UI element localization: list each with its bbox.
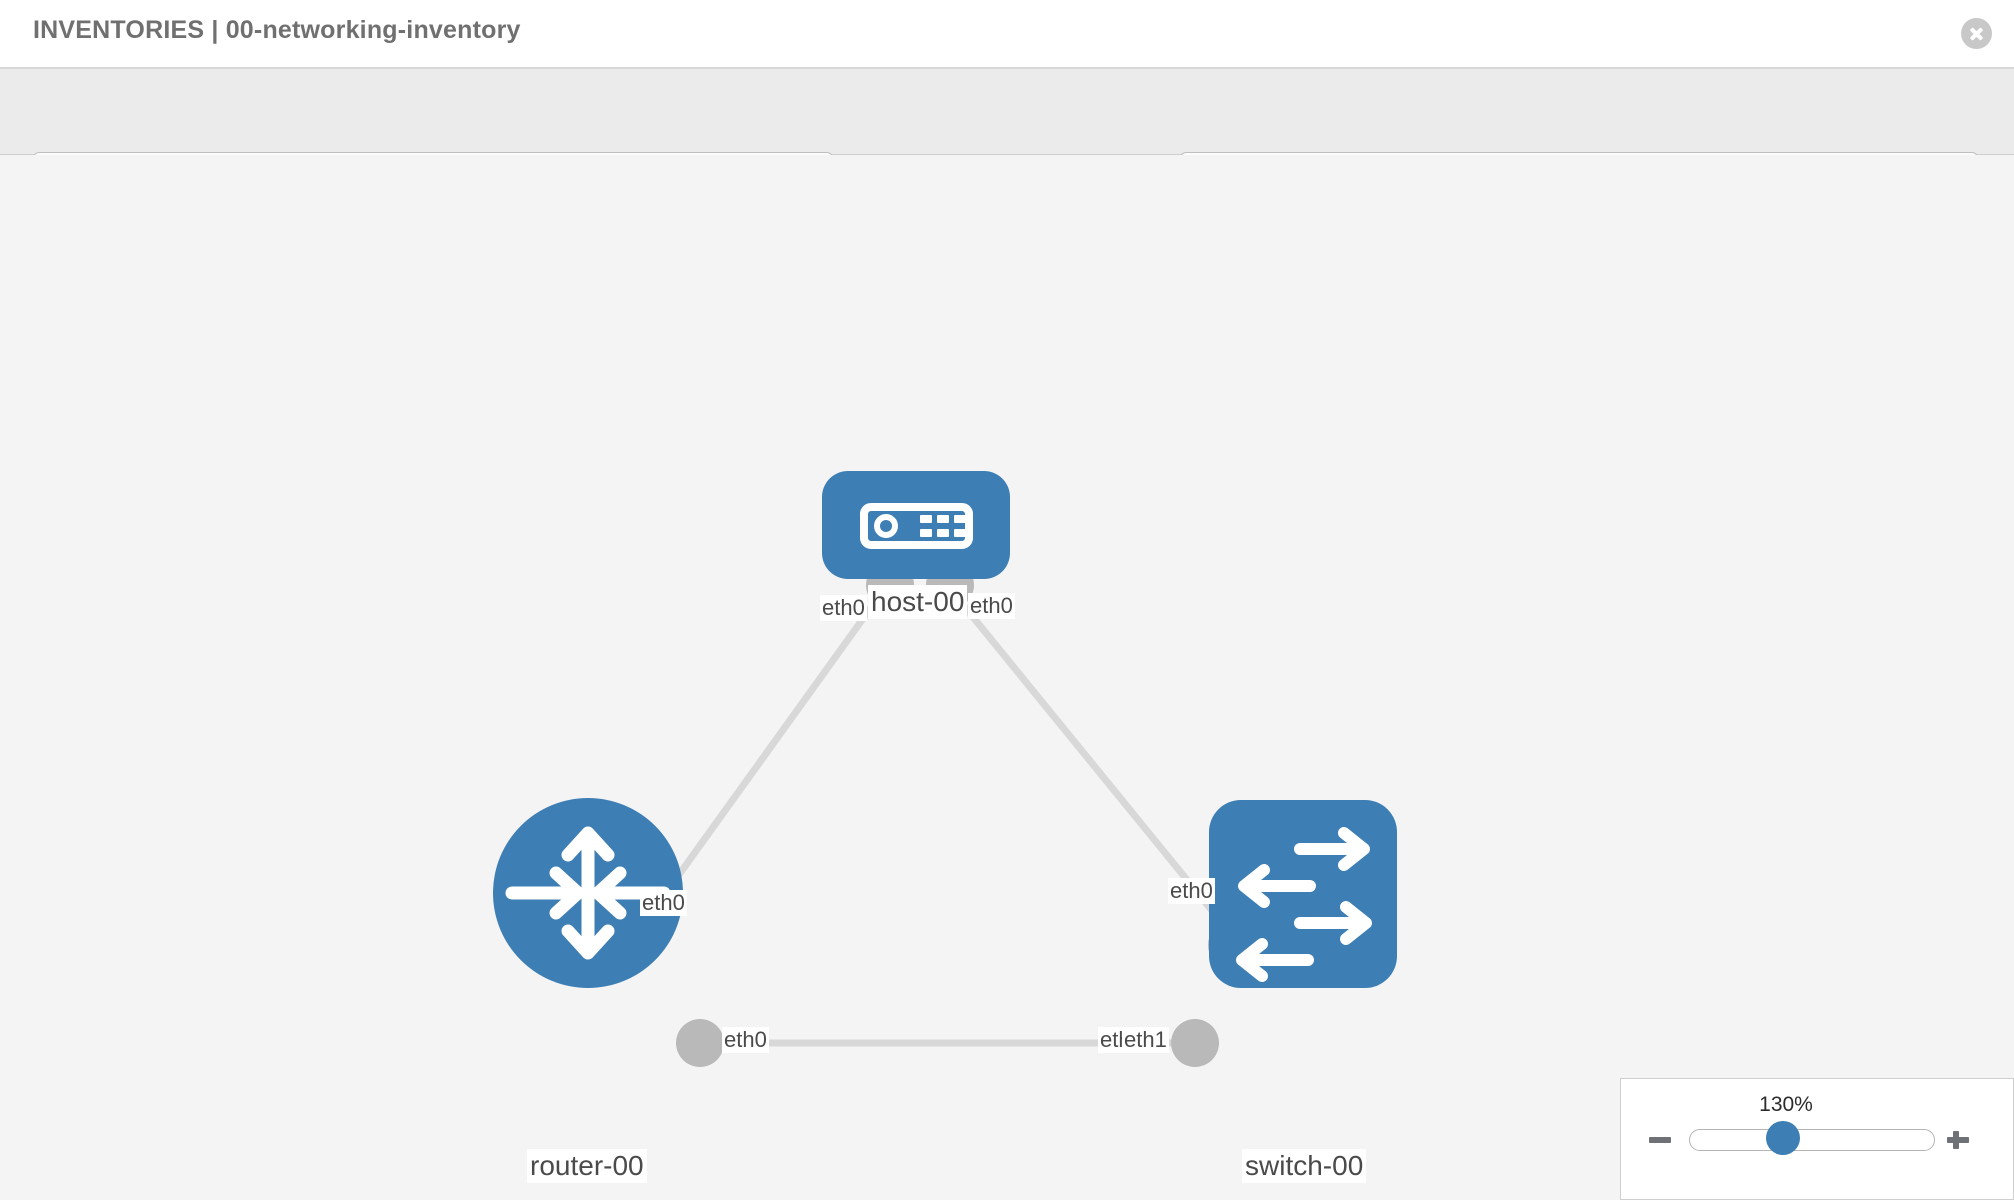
connector-dots (676, 561, 1256, 1067)
connector-router-right (676, 1019, 724, 1067)
node-label-router-00: router-00 (527, 1149, 647, 1183)
node-host-00[interactable] (822, 471, 1010, 579)
zoom-slider-thumb[interactable] (1766, 1121, 1800, 1155)
edge-label-router-right: eth0 (722, 1027, 769, 1053)
zoom-level-value: 130% (1759, 1093, 1813, 1116)
page-title: INVENTORIES | 00-networking-inventory (33, 16, 521, 44)
close-icon[interactable] (1961, 18, 1992, 49)
edge-label-switch-up: eth0 (1168, 878, 1215, 904)
connector-switch-left (1171, 1019, 1219, 1067)
node-label-switch-00: switch-00 (1242, 1149, 1367, 1183)
zoom-control-panel: 130% (1620, 1078, 2014, 1200)
node-switch-00[interactable] (1209, 800, 1397, 988)
edge-label-host-left: eth0 (820, 595, 867, 621)
zoom-in-button[interactable] (1945, 1127, 1971, 1153)
node-router-00[interactable] (493, 798, 683, 988)
toolbar: ACTIONS SEARCH (0, 69, 2014, 210)
zoom-slider-track[interactable] (1689, 1129, 1935, 1151)
node-label-host-00: host-00 (868, 585, 968, 619)
edge-label-router-up: eth0 (640, 890, 687, 916)
page-header: INVENTORIES | 00-networking-inventory (0, 0, 2014, 69)
topology-graph (493, 471, 1397, 1067)
edge-label-host-right: eth0 (968, 593, 1015, 619)
edge-label-switch-left: eth1 (1122, 1027, 1169, 1053)
edge-host-router (647, 592, 883, 918)
zoom-out-button[interactable] (1647, 1127, 1673, 1153)
topology-canvas[interactable]: eth0 eth0 eth0 eth0 eth0 eth0 eth1 host-… (0, 155, 2014, 1200)
